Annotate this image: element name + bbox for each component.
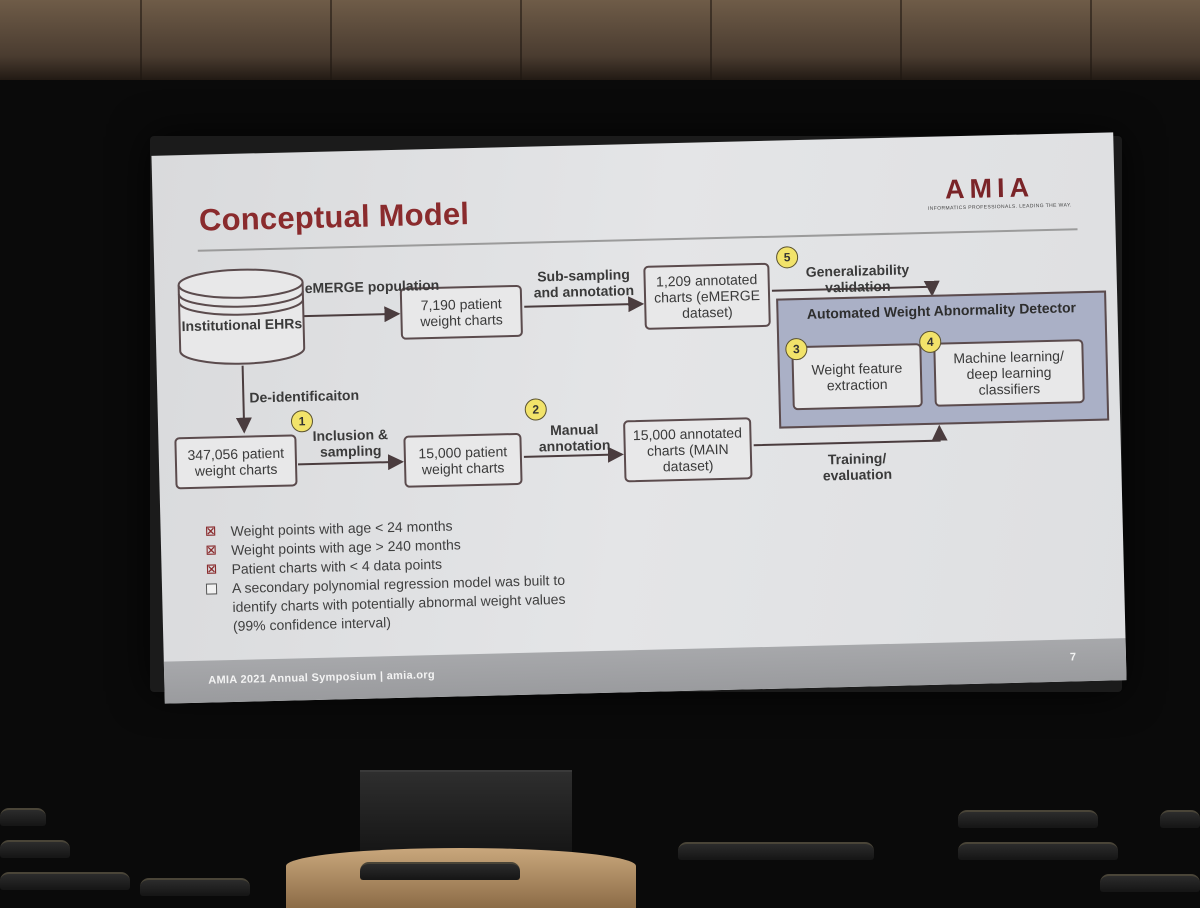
arrow-training bbox=[753, 424, 948, 447]
arrow-deidentification bbox=[235, 365, 252, 434]
chair bbox=[1160, 810, 1200, 828]
flow-arrows bbox=[177, 268, 948, 471]
ehr-label: Institutional EHRs bbox=[181, 315, 303, 335]
criteria-list: ☒ Weight points with age < 24 months ☒ W… bbox=[202, 510, 705, 636]
main-annotated-box: 15,000 annotated charts (MAIN dataset) bbox=[623, 417, 753, 483]
training-label: Training/ evaluation bbox=[822, 449, 893, 484]
list-item: A secondary polynomial regression model … bbox=[204, 570, 583, 636]
slide: Conceptual Model AMIA INFORMATICS PROFES… bbox=[151, 132, 1127, 704]
emerge-annotated-box: 1,209 annotated charts (eMERGE dataset) bbox=[643, 262, 771, 330]
manual-annotation-label: Manual annotation bbox=[538, 420, 611, 455]
weight-abnormality-detector: Automated Weight Abnormality Detector We… bbox=[776, 290, 1110, 429]
wall-seam bbox=[1090, 0, 1092, 80]
chair bbox=[1100, 874, 1200, 892]
back-wall bbox=[0, 0, 1200, 80]
footer-text: AMIA 2021 Annual Symposium | amia.org bbox=[208, 669, 436, 687]
chair bbox=[958, 842, 1118, 860]
projection-screen: Conceptual Model AMIA INFORMATICS PROFES… bbox=[150, 132, 1127, 704]
inclusion-label: Inclusion & sampling bbox=[312, 426, 389, 460]
detector-title: Automated Weight Abnormality Detector bbox=[806, 299, 1077, 322]
arrow-subsampling bbox=[524, 296, 645, 313]
arrow-generalizability bbox=[771, 280, 940, 297]
list-item-text: A secondary polynomial regression model … bbox=[231, 571, 566, 634]
classifiers-box: Machine learning/ deep learning classifi… bbox=[933, 339, 1085, 407]
wall-seam bbox=[140, 0, 142, 80]
wall-seam bbox=[330, 0, 332, 80]
podium bbox=[360, 770, 572, 852]
arrow-manual-annotation bbox=[523, 446, 624, 463]
x-box-icon: ☒ bbox=[205, 543, 217, 558]
wall-seam bbox=[900, 0, 902, 80]
chair bbox=[958, 810, 1098, 828]
feature-extraction-box: Weight feature extraction bbox=[791, 343, 923, 411]
chair bbox=[360, 862, 520, 880]
empty-box-icon bbox=[205, 583, 218, 595]
emerge-population-label: eMERGE population bbox=[304, 276, 440, 297]
deidentification-label: De-identificaiton bbox=[249, 386, 360, 406]
chair bbox=[0, 840, 70, 858]
subsampling-label: Sub-sampling and annotation bbox=[533, 266, 635, 301]
page-number: 7 bbox=[1069, 651, 1077, 664]
ehr-database-icon bbox=[177, 268, 306, 365]
chair bbox=[678, 842, 874, 860]
chair bbox=[140, 878, 250, 896]
chair bbox=[0, 872, 130, 890]
main-charts-box: 15,000 patient weight charts bbox=[403, 432, 523, 488]
x-box-icon: ☒ bbox=[205, 524, 217, 539]
chair bbox=[0, 808, 46, 826]
arrow-emerge-population bbox=[298, 306, 401, 323]
wall-seam bbox=[710, 0, 712, 80]
x-box-icon: ☒ bbox=[206, 562, 218, 577]
generalizability-label: Generalizability validation bbox=[805, 261, 910, 296]
arrow-inclusion bbox=[298, 454, 404, 471]
wall-seam bbox=[520, 0, 522, 80]
all-charts-box: 347,056 patient weight charts bbox=[174, 434, 298, 490]
